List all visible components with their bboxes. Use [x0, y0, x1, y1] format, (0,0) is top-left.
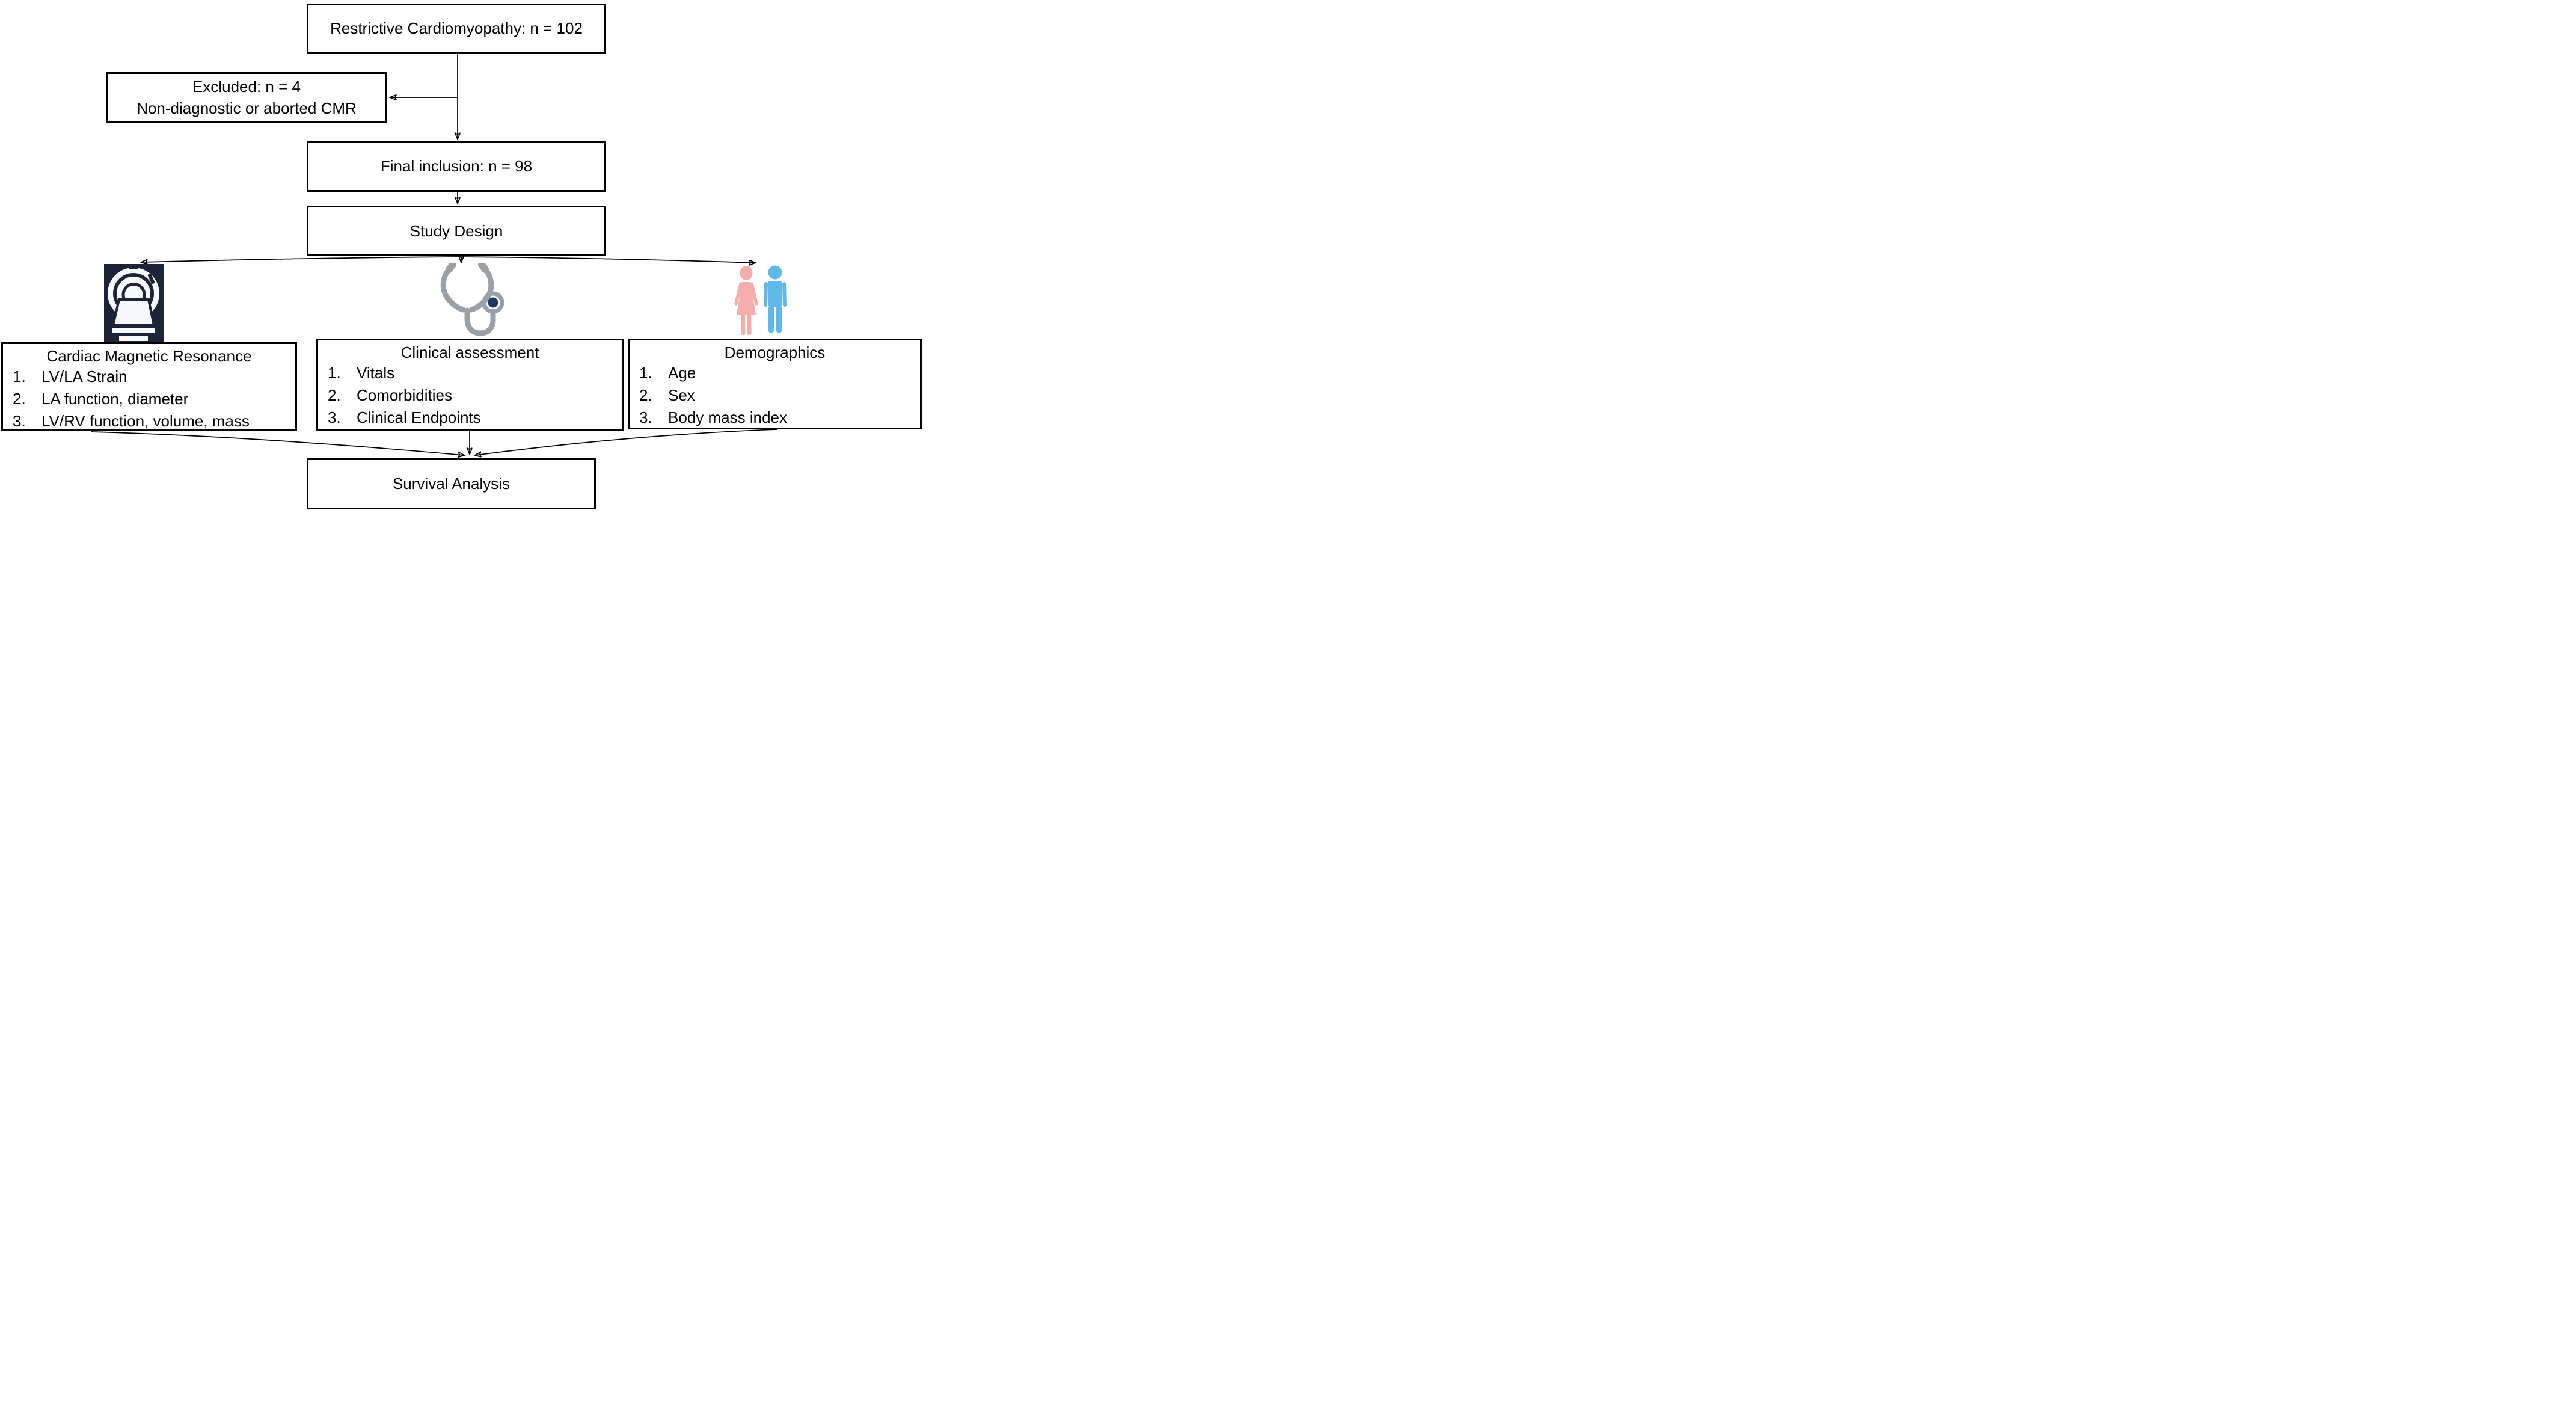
list-item-number: 1.	[13, 367, 26, 386]
list-item-text: LA function, diameter	[41, 390, 189, 408]
survival-label: Survival Analysis	[392, 475, 511, 493]
list-item: 3. Body mass index	[630, 407, 920, 429]
connector-demographics-to-survival	[475, 429, 777, 455]
list-item-text: Age	[668, 364, 696, 382]
list-item-number: 2.	[13, 390, 26, 408]
flowchart-canvas: Restrictive Cardiomyopathy: n = 102 Excl…	[0, 0, 927, 513]
list-item: 2. Comorbidities	[318, 384, 622, 407]
list-item: 2. Sex	[630, 384, 920, 407]
connector-study-to-cmr	[141, 256, 458, 262]
list-item: 3. Clinical Endpoints	[318, 407, 622, 429]
list-item-number: 3.	[13, 412, 26, 430]
demographics-figures	[734, 265, 790, 336]
box-restrictive-cardiomyopathy: Restrictive Cardiomyopathy: n = 102	[307, 4, 606, 54]
list-item-number: 2.	[328, 386, 341, 404]
mri-scanner-icon	[104, 264, 164, 342]
list-item: 3. LV/RV function, volume, mass	[3, 410, 295, 432]
male-figure-icon	[764, 265, 787, 333]
list-item-text: LV/LA Strain	[41, 367, 127, 386]
box-excluded: Excluded: n = 4 Non-diagnostic or aborte…	[106, 72, 387, 123]
list-item-text: Sex	[668, 386, 695, 404]
list-item-text: Comorbidities	[357, 386, 452, 404]
list-item-number: 1.	[328, 364, 341, 382]
clinical-title: Clinical assessment	[400, 343, 539, 361]
excluded-line1: Excluded: n = 4	[192, 78, 301, 96]
final-inclusion-label: Final inclusion: n = 98	[380, 157, 533, 175]
female-figure-icon	[734, 266, 758, 335]
connector-study-to-demographics	[457, 256, 755, 263]
list-item: 2. LA function, diameter	[3, 388, 295, 410]
box-final-inclusion: Final inclusion: n = 98	[307, 141, 606, 192]
list-item-number: 3.	[639, 408, 652, 426]
excluded-line2: Non-diagnostic or aborted CMR	[136, 99, 357, 117]
connector-cmr-to-survival	[90, 431, 464, 455]
box-cardiac-magnetic-resonance: Cardiac Magnetic Resonance 1. LV/LA Strai…	[1, 342, 297, 431]
demographics-list: 1. Age 2. Sex 3. Body mass index	[630, 362, 920, 429]
list-item-text: Vitals	[357, 364, 395, 382]
list-item-text: LV/RV function, volume, mass	[41, 412, 250, 430]
demographics-title: Demographics	[724, 343, 826, 361]
list-item-text: Clinical Endpoints	[357, 408, 481, 426]
study-design-label: Study Design	[409, 221, 503, 240]
list-item-number: 1.	[639, 364, 652, 382]
box-clinical-assessment: Clinical assessment 1. Vitals 2. Comorbidit…	[316, 339, 624, 431]
stethoscope-icon	[440, 263, 504, 336]
list-item-text: Body mass index	[668, 408, 787, 426]
clinical-list: 1. Vitals 2. Comorbidities 3. Clinical Endpoi…	[318, 362, 622, 429]
list-item-number: 3.	[328, 408, 341, 426]
list-item: 1. Age	[630, 362, 920, 384]
restrictive-label: Restrictive Cardiomyopathy: n = 102	[330, 19, 583, 37]
list-item-number: 2.	[639, 386, 652, 404]
cmr-title: Cardiac Magnetic Resonance	[46, 347, 252, 365]
list-item: 1. Vitals	[318, 362, 622, 384]
cmr-list: 1. LV/LA Strain 2. LA function, diameter 3. L…	[3, 366, 295, 432]
list-item: 1. LV/LA Strain	[3, 366, 295, 388]
box-survival-analysis: Survival Analysis	[307, 458, 596, 509]
box-study-design: Study Design	[307, 206, 606, 256]
box-demographics: Demographics 1. Age 2. Sex 3. Body mass index	[628, 339, 922, 429]
